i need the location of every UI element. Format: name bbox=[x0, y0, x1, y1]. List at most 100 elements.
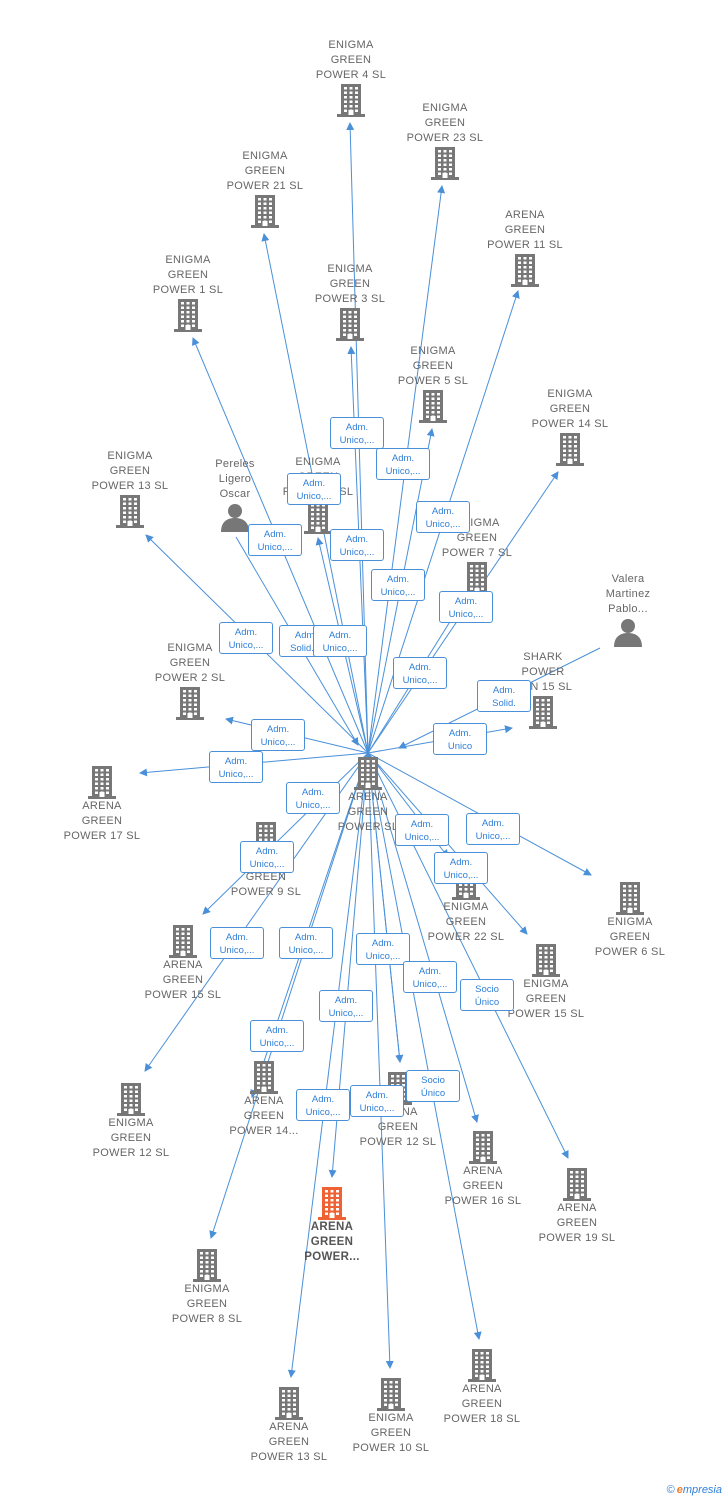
company-node-n2[interactable]: ENIGMA GREEN POWER 23 SL bbox=[385, 101, 505, 180]
company-node-n5[interactable]: ENIGMA GREEN POWER 1 SL bbox=[128, 253, 248, 332]
node-label: ENIGMA GREEN POWER 23 SL bbox=[406, 102, 484, 144]
company-node-n25[interactable]: ARENA GREEN POWER 16 SL bbox=[423, 1130, 543, 1209]
node-label: ENIGMA GREEN POWER 15 SL bbox=[507, 978, 585, 1020]
node-label: ENIGMA GREEN POWER 2 SL bbox=[154, 642, 226, 684]
building-icon bbox=[385, 146, 505, 180]
company-node-n8[interactable]: ENIGMA GREEN POWER 14 SL bbox=[510, 387, 630, 466]
edge-role-label[interactable]: Adm. Unico,... bbox=[279, 927, 333, 959]
edge-role-label[interactable]: Adm. Unico,... bbox=[466, 813, 520, 845]
brand-initial: e bbox=[676, 1484, 683, 1496]
edge-role-label[interactable]: Adm. Unico,... bbox=[350, 1085, 404, 1117]
building-icon bbox=[291, 83, 411, 117]
company-node-n26[interactable]: ARENA GREEN POWER... bbox=[272, 1186, 392, 1265]
building-icon bbox=[290, 307, 410, 341]
company-node-n7[interactable]: ENIGMA GREEN POWER 5 SL bbox=[373, 344, 493, 423]
company-node-n13[interactable]: Valera Martinez Pablo... bbox=[568, 572, 688, 647]
edge-role-label[interactable]: Adm. Unico,... bbox=[250, 1020, 304, 1052]
edge-role-label[interactable]: Adm. Unico,... bbox=[439, 591, 493, 623]
edge-role-label[interactable]: Adm. Unico bbox=[433, 723, 487, 755]
node-label: ARENA GREEN POWER 18 SL bbox=[443, 1383, 521, 1425]
building-icon bbox=[570, 881, 690, 915]
edge-role-label[interactable]: Adm. Unico,... bbox=[395, 814, 449, 846]
building-icon bbox=[71, 1082, 191, 1116]
node-label: ARENA GREEN POWER 11 SL bbox=[487, 209, 563, 251]
edge-role-label[interactable]: Adm. Unico,... bbox=[248, 524, 302, 556]
node-label: ENIGMA GREEN POWER 13 SL bbox=[91, 450, 169, 492]
node-label: ENIGMA GREEN POWER 22 SL bbox=[427, 901, 505, 943]
company-node-n16[interactable]: ARENA GREEN POWER 17 SL bbox=[42, 765, 162, 844]
brand-name: mpresia bbox=[682, 1484, 722, 1496]
company-node-n4[interactable]: ARENA GREEN POWER 11 SL bbox=[465, 208, 585, 287]
edge-role-label[interactable]: Adm. Unico,... bbox=[296, 1089, 350, 1121]
company-node-n29[interactable]: ARENA GREEN POWER 13 SL bbox=[229, 1386, 349, 1465]
building-icon bbox=[128, 298, 248, 332]
edge-role-label[interactable]: Adm. Unico,... bbox=[240, 841, 294, 873]
edge-role-label[interactable]: Adm. Unico,... bbox=[330, 417, 384, 449]
edge-center-n29 bbox=[287, 752, 369, 1378]
building-icon bbox=[510, 432, 630, 466]
edge-role-label[interactable]: Adm. Unico,... bbox=[393, 657, 447, 689]
company-node-n30[interactable]: ENIGMA GREEN POWER 10 SL bbox=[331, 1377, 451, 1456]
building-icon bbox=[422, 1348, 542, 1382]
edge-role-label[interactable]: Adm. Unico,... bbox=[376, 448, 430, 480]
edge-role-label[interactable]: Adm. Solid. bbox=[477, 680, 531, 712]
company-node-n19[interactable]: ENIGMA GREEN POWER 6 SL bbox=[570, 881, 690, 960]
edge-role-label[interactable]: Adm. Unico,... bbox=[287, 473, 341, 505]
node-label: ENIGMA GREEN POWER 3 SL bbox=[314, 263, 386, 305]
edge-center-n25 bbox=[367, 752, 479, 1123]
building-icon bbox=[483, 695, 603, 729]
company-node-n9[interactable]: ENIGMA GREEN POWER 13 SL bbox=[70, 449, 190, 528]
company-node-n22[interactable]: ENIGMA GREEN POWER 12 SL bbox=[71, 1082, 191, 1161]
company-node-n20[interactable]: ARENA GREEN POWER 15 SL bbox=[123, 924, 243, 1003]
footer-brand: ©empresia bbox=[667, 1484, 722, 1496]
building-icon bbox=[70, 494, 190, 528]
node-label: ARENA GREEN POWER 15 SL bbox=[144, 959, 222, 1001]
edge-role-label[interactable]: Adm. Unico,... bbox=[371, 569, 425, 601]
building-icon bbox=[42, 765, 162, 799]
edge-role-label[interactable]: Adm. Unico,... bbox=[416, 501, 470, 533]
node-label: ARENA GREEN POWER 13 SL bbox=[250, 1421, 328, 1463]
building-icon bbox=[373, 389, 493, 423]
company-node-n28[interactable]: ENIGMA GREEN POWER 8 SL bbox=[147, 1248, 267, 1327]
company-node-n27[interactable]: ARENA GREEN POWER 19 SL bbox=[517, 1167, 637, 1246]
node-label: ENIGMA GREEN POWER 6 SL bbox=[594, 916, 666, 958]
edge-role-label[interactable]: Adm. Unico,... bbox=[219, 622, 273, 654]
node-label: ARENA GREEN POWER... bbox=[304, 1221, 360, 1263]
company-node-n23[interactable]: ARENA GREEN POWER 14... bbox=[204, 1060, 324, 1139]
edge-role-label[interactable]: Adm. Unico,... bbox=[286, 782, 340, 814]
company-node-n21[interactable]: ENIGMA GREEN POWER 15 SL bbox=[486, 943, 606, 1022]
edge-role-label[interactable]: Adm. Unico,... bbox=[313, 625, 367, 657]
company-node-n10[interactable]: Pereles Ligero Oscar bbox=[175, 457, 295, 532]
edge-role-label[interactable]: Adm. Unico,... bbox=[403, 961, 457, 993]
node-label: Valera Martinez Pablo... bbox=[605, 573, 651, 615]
edge-role-label[interactable]: Adm. Unico,... bbox=[356, 933, 410, 965]
building-icon bbox=[204, 1060, 324, 1094]
company-node-n31[interactable]: ARENA GREEN POWER 18 SL bbox=[422, 1348, 542, 1427]
edge-role-label[interactable]: Adm. Unico,... bbox=[319, 990, 373, 1022]
edge-role-label[interactable]: Adm. Unico,... bbox=[434, 852, 488, 884]
company-node-n3[interactable]: ENIGMA GREEN POWER 21 SL bbox=[205, 149, 325, 228]
company-node-n1[interactable]: ENIGMA GREEN POWER 4 SL bbox=[291, 38, 411, 117]
building-icon bbox=[147, 1248, 267, 1282]
edge-role-label[interactable]: Socio Único bbox=[406, 1070, 460, 1102]
node-label: ARENA GREEN POWER 14... bbox=[229, 1095, 299, 1137]
company-node-n6[interactable]: ENIGMA GREEN POWER 3 SL bbox=[290, 262, 410, 341]
node-label: ENIGMA GREEN POWER 1 SL bbox=[152, 254, 224, 296]
building-icon bbox=[331, 1377, 451, 1411]
node-label: ARENA GREEN POWER 17 SL bbox=[63, 800, 141, 842]
edge-role-label[interactable]: Adm. Unico,... bbox=[251, 719, 305, 751]
building-icon bbox=[130, 686, 250, 720]
node-label: ENIGMA GREEN POWER 21 SL bbox=[226, 150, 304, 192]
edge-center-n30 bbox=[367, 752, 394, 1369]
edge-center-n28 bbox=[209, 752, 369, 1239]
node-label: ENIGMA GREEN POWER 8 SL bbox=[171, 1283, 243, 1325]
building-icon bbox=[517, 1167, 637, 1201]
edge-role-label[interactable]: Socio Único bbox=[460, 979, 514, 1011]
company-node-n14[interactable]: ENIGMA GREEN POWER 2 SL bbox=[130, 641, 250, 720]
edge-role-label[interactable]: Adm. Unico,... bbox=[209, 751, 263, 783]
edge-role-label[interactable]: Adm. Unico,... bbox=[330, 529, 384, 561]
center-company-node[interactable]: ARENA GREEN POWER SL bbox=[308, 756, 428, 835]
node-label: ENIGMA GREEN POWER 12 SL bbox=[92, 1117, 170, 1159]
edge-role-label[interactable]: Adm. Unico,... bbox=[210, 927, 264, 959]
